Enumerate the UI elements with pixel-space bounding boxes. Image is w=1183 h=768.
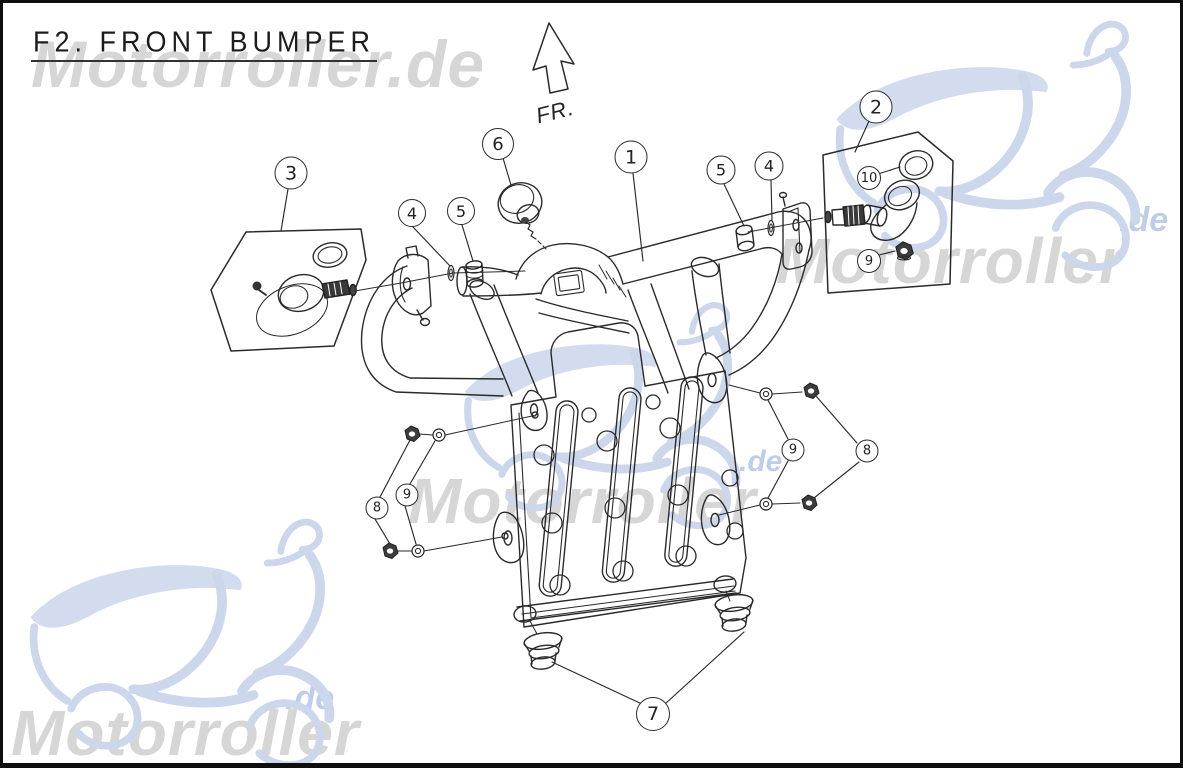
left-mount-bracket [391, 245, 484, 327]
foot-pads [523, 590, 754, 670]
skid-plate [492, 298, 747, 628]
callout-7: 7 [636, 697, 670, 731]
front-bumper-bar [360, 210, 812, 397]
title-underline [31, 60, 377, 62]
page-title: F2. FRONT BUMPER [33, 26, 376, 58]
watermark-domain-middle: .de [739, 445, 783, 478]
callout-5: 5 [447, 197, 475, 225]
watermark-text-top: Motorroller.de [31, 27, 486, 101]
callout-4: 4 [398, 199, 426, 227]
exploded-drawing [210, 22, 954, 705]
right-mount-bracket [735, 191, 813, 270]
detail-box-2 [747, 131, 954, 294]
detail-box-3 [210, 228, 526, 352]
callout-1: 1 [614, 140, 648, 174]
cap-and-screw-part-6 [497, 182, 547, 250]
mount-hardware-left [382, 411, 539, 560]
callout-4: 4 [754, 151, 784, 181]
callout-8: 8 [855, 439, 879, 463]
callout-9: 9 [857, 249, 881, 273]
callout-3: 3 [274, 156, 308, 190]
callout-2: 2 [859, 90, 893, 124]
callout-10: 10 [857, 166, 881, 190]
front-direction-arrow [532, 22, 575, 94]
callout-9: 9 [781, 438, 805, 462]
callout-6: 6 [482, 128, 514, 160]
callout-9: 9 [395, 483, 419, 507]
mount-hardware-right [718, 382, 820, 516]
callout-5: 5 [706, 155, 736, 185]
callout-8: 8 [365, 496, 389, 520]
